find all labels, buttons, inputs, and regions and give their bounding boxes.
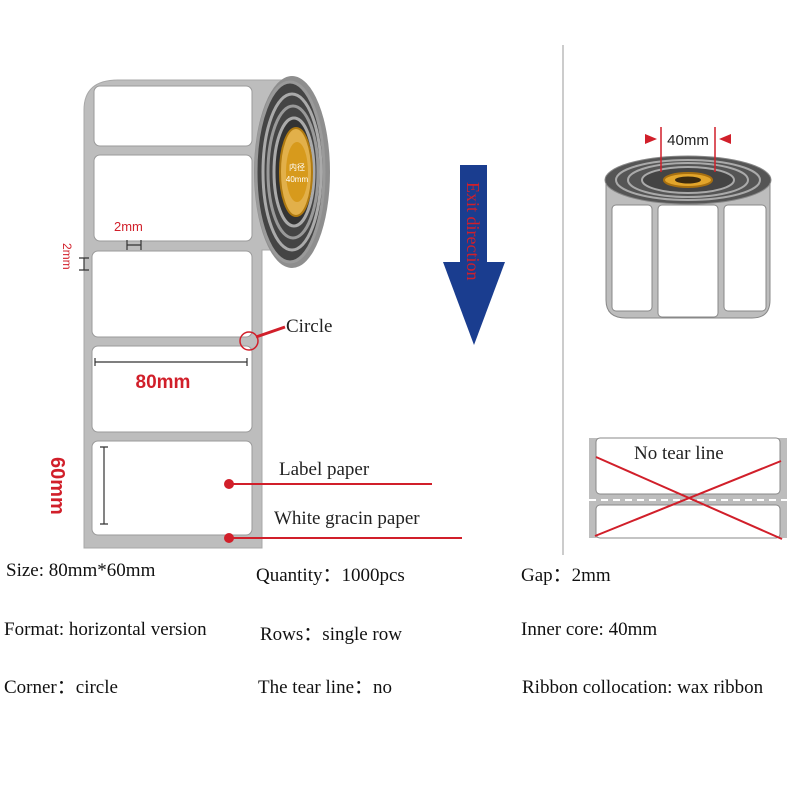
spec-rows-value: single row <box>322 624 402 645</box>
width-dimension-line <box>94 358 248 366</box>
spec-gap: Gap：2mm <box>521 560 611 587</box>
roll-3d <box>604 155 772 319</box>
circle-pointer-line <box>255 325 286 339</box>
spec-corner: Corner：circle <box>4 672 118 699</box>
gap-v-label: 2mm <box>60 243 74 270</box>
spec-ribbon-value: wax ribbon <box>677 677 764 698</box>
core-badge-line1: 内径 <box>289 162 305 172</box>
gap-h-label: 2mm <box>114 219 143 234</box>
spec-quantity-label: Quantity： <box>256 565 342 586</box>
no-tear-line-label: No tear line <box>634 443 724 464</box>
no-tear-cross <box>594 456 783 540</box>
label-5 <box>91 440 253 536</box>
spec-format-value: horizontal version <box>68 619 207 640</box>
spec-size: Size: 80mm*60mm <box>6 560 155 582</box>
spec-gap-label: Gap： <box>521 565 572 586</box>
gap-v-marker <box>79 257 89 271</box>
spec-format: Format: horizontal version <box>4 619 207 641</box>
height-label: 60mm <box>46 457 68 515</box>
spec-inner-core-label: Inner core: <box>521 619 609 640</box>
height-dimension-line <box>100 446 108 525</box>
core-diameter-label: 40mm <box>667 132 709 149</box>
label-paper-label: Label paper <box>279 459 370 480</box>
width-label: 80mm <box>136 372 191 393</box>
core-badge <box>286 142 308 202</box>
gap-h-marker <box>126 240 142 250</box>
core-dimension-lines <box>660 127 716 172</box>
spec-ribbon: Ribbon collocation: wax ribbon <box>522 677 763 699</box>
label-2 <box>93 154 253 242</box>
label-4 <box>91 345 253 433</box>
label-1 <box>93 85 253 147</box>
corner-circle-marker <box>239 331 259 351</box>
spec-corner-value: circle <box>75 677 118 698</box>
spec-tear-line: The tear line：no <box>258 672 392 699</box>
circle-label: Circle <box>286 316 332 337</box>
spec-gap-value: 2mm <box>571 565 611 586</box>
spec-format-label: Format: <box>4 619 69 640</box>
label-3 <box>91 250 253 338</box>
spec-corner-label: Corner： <box>4 677 76 698</box>
spec-quantity: Quantity：1000pcs <box>256 560 405 587</box>
spec-quantity-value: 1000pcs <box>341 565 405 586</box>
label-roll <box>254 76 330 268</box>
spec-tear-line-label: The tear line： <box>258 677 374 698</box>
spec-inner-core-value: 40mm <box>608 619 658 640</box>
core-arrow-left <box>645 134 657 144</box>
spec-size-label: Size: <box>6 560 49 581</box>
exit-direction-label: Exit direction <box>463 182 483 280</box>
spec-rows: Rows：single row <box>260 619 402 646</box>
spec-ribbon-label: Ribbon collocation: <box>522 677 678 698</box>
spec-rows-label: Rows： <box>260 624 323 645</box>
exit-direction-arrow <box>443 165 505 345</box>
spec-size-value: 80mm*60mm <box>48 560 156 581</box>
backing-paper-label: White gracin paper <box>274 508 420 529</box>
core-arrow-right <box>719 134 731 144</box>
spec-tear-line-value: no <box>373 677 393 698</box>
spec-inner-core: Inner core: 40mm <box>521 619 657 641</box>
core-badge-line2: 40mm <box>286 175 309 184</box>
